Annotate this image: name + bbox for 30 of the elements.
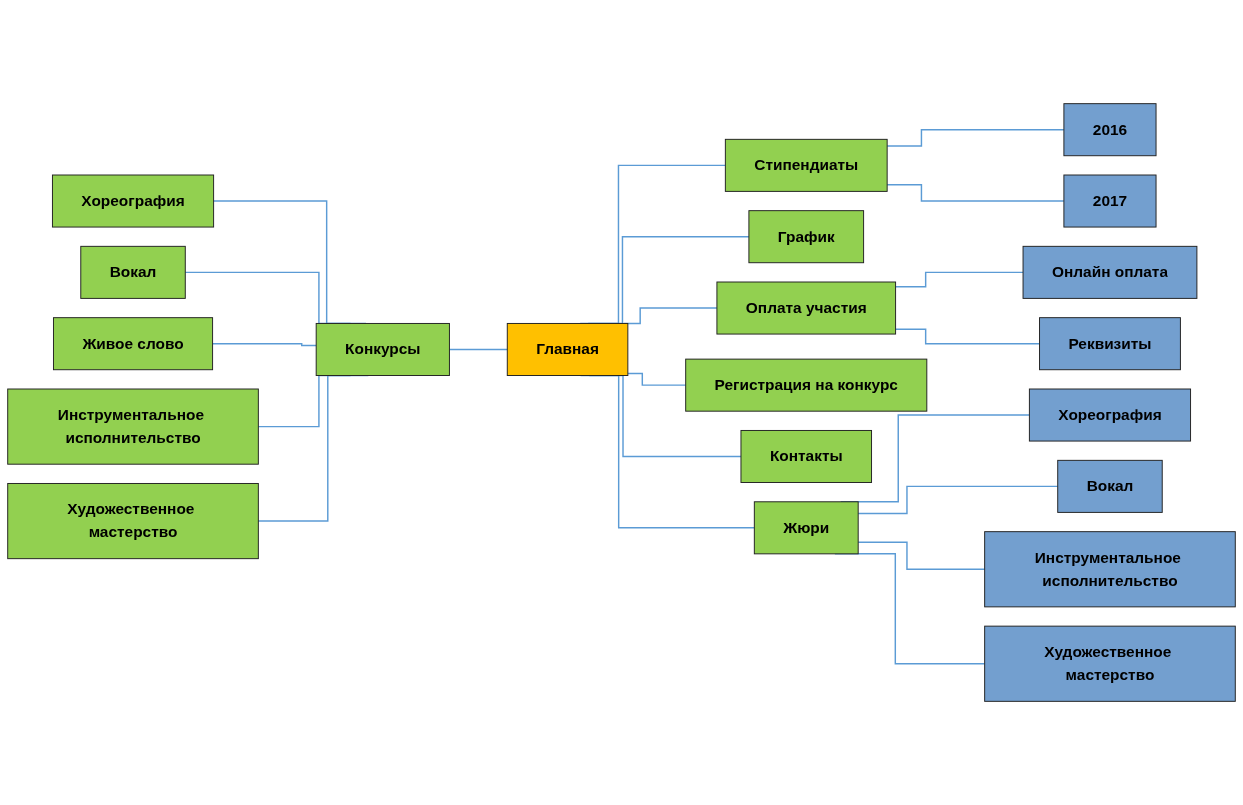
node-box: Хореография	[1028, 388, 1192, 442]
node-box: 2017	[1063, 174, 1157, 228]
connector	[894, 328, 1041, 345]
node-box: Вокал	[80, 245, 186, 299]
connector	[211, 342, 317, 347]
node-box: 2016	[1063, 103, 1157, 157]
connector	[857, 485, 1059, 515]
node-box: Онлайн оплата	[1022, 245, 1198, 299]
node-box: Контакты	[740, 429, 872, 483]
node-box: Жюри	[753, 501, 859, 555]
connector	[894, 271, 1024, 288]
connector	[886, 183, 1065, 202]
node-box: Инструментальное исполнительство	[7, 388, 259, 465]
connector	[627, 372, 687, 386]
node-box: Стипендиаты	[724, 138, 888, 192]
node-box: Вокал	[1057, 459, 1163, 513]
node-box: Реквизиты	[1039, 317, 1181, 371]
node-box: Регистрация на конкурс	[685, 358, 928, 412]
node-box: Инструментальное исполнительство	[984, 531, 1236, 608]
node-box: Художественное мастерство	[984, 625, 1236, 702]
connector	[857, 541, 986, 570]
node-box: Конкурсы	[315, 322, 450, 376]
node-box: График	[748, 210, 865, 264]
connector	[886, 128, 1065, 147]
connector	[448, 348, 508, 351]
node-box: Главная	[506, 322, 629, 376]
node-box: Хореография	[51, 174, 215, 228]
node-box: Художественное мастерство	[7, 483, 259, 560]
node-box: Оплата участия	[716, 281, 897, 335]
node-box: Живое слово	[53, 317, 214, 371]
